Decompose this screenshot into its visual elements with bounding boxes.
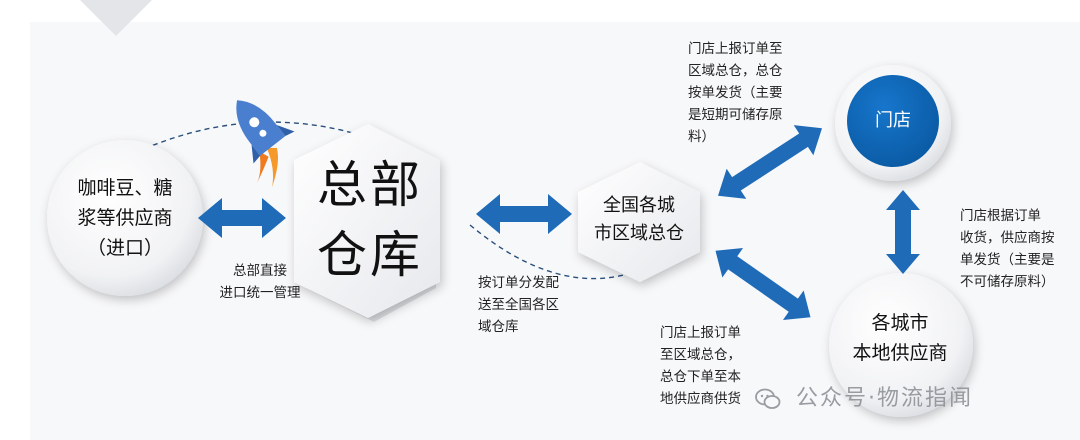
note-regional-local-line: 至区域总仓，: [660, 347, 741, 363]
note-regional-local-line: 地供应商供货: [660, 391, 741, 407]
note-dispatch-line: 域仓库: [478, 319, 519, 335]
note-hq-import-line: 进口统一管理: [219, 285, 301, 301]
note-dispatch: 按订单分发配 送至全国各区 域仓库: [478, 272, 598, 338]
note-store-to-regional: 门店上报订单至 区域总仓，总仓 按单发货（主要 是短期可储存原 料）: [688, 38, 818, 148]
note-store-local-line: 单发货（主要是: [960, 252, 1055, 268]
regional-warehouse-label: 全国各城 市区域总仓: [578, 192, 700, 248]
arrow-regional-local: [715, 248, 811, 320]
local-supplier-node: [829, 273, 973, 417]
note-regional-local-line: 总仓下单至本: [660, 369, 741, 385]
regional-warehouse-node: [578, 162, 700, 282]
dashed-arc-top: [119, 121, 361, 161]
note-store-regional-line: 料）: [688, 129, 715, 145]
rocket-icon: [236, 100, 295, 188]
note-store-regional-line: 区域总仓，总仓: [688, 63, 783, 79]
note-store-local-line: 门店根据订单: [960, 208, 1041, 224]
note-store-regional-line: 是短期可储存原: [688, 107, 783, 123]
note-hq-import: 总部直接 进口统一管理: [200, 260, 320, 304]
supplier-node: [47, 140, 203, 296]
arrow-regional-store: [718, 125, 822, 199]
note-regional-local-line: 门店上报订单: [660, 325, 741, 341]
note-store-local-line: 收货，供应商按: [960, 230, 1055, 246]
arrow-hq-regional: [476, 194, 572, 234]
corner-decoration: [80, 0, 152, 36]
store-label: 门店: [875, 110, 911, 131]
watermark: 公众号·物流指闻: [755, 380, 973, 412]
note-store-to-local: 门店根据订单 收货，供应商按 单发货（主要是 不可储存原料）: [960, 205, 1078, 293]
hq-warehouse-label: 总部 仓库: [300, 150, 440, 290]
dashed-arc-bottom: [469, 224, 641, 280]
note-store-regional-line: 按单发货（主要: [688, 85, 783, 101]
note-store-regional-line: 门店上报订单至: [688, 41, 783, 57]
regional-line-1: 全国各城: [603, 195, 675, 216]
local-supplier-line-1: 各城市: [871, 312, 929, 334]
note-dispatch-line: 按订单分发配: [478, 275, 559, 291]
watermark-text: 公众号·物流指闻: [796, 386, 973, 411]
hq-warehouse-hexagon: [294, 124, 440, 318]
note-store-local-line: 不可储存原料）: [960, 274, 1055, 290]
note-hq-import-line: 总部直接: [233, 263, 287, 279]
store-node: [847, 75, 939, 167]
hq-line-2: 仓库: [317, 226, 423, 284]
supplier-label: 咖啡豆、糖 浆等供应商 （进口）: [55, 173, 195, 263]
arrow-supplier-hq: [198, 198, 286, 238]
hq-line-1: 总部: [317, 156, 423, 214]
local-supplier-line-2: 本地供应商: [852, 342, 948, 364]
arrow-store-local: [886, 190, 920, 274]
note-dispatch-line: 送至全国各区: [478, 297, 559, 313]
top-band: [0, 0, 1080, 22]
left-band: [0, 0, 30, 440]
note-regional-to-local: 门店上报订单 至区域总仓， 总仓下单至本 地供应商供货: [660, 322, 770, 410]
wechat-icon: [755, 388, 781, 409]
regional-line-2: 市区域总仓: [594, 223, 684, 244]
supplier-line-1: 咖啡豆、糖: [77, 177, 173, 199]
supplier-line-3: （进口）: [86, 237, 163, 259]
local-supplier-label: 各城市 本地供应商: [835, 308, 965, 368]
supplier-line-2: 浆等供应商: [77, 207, 173, 229]
